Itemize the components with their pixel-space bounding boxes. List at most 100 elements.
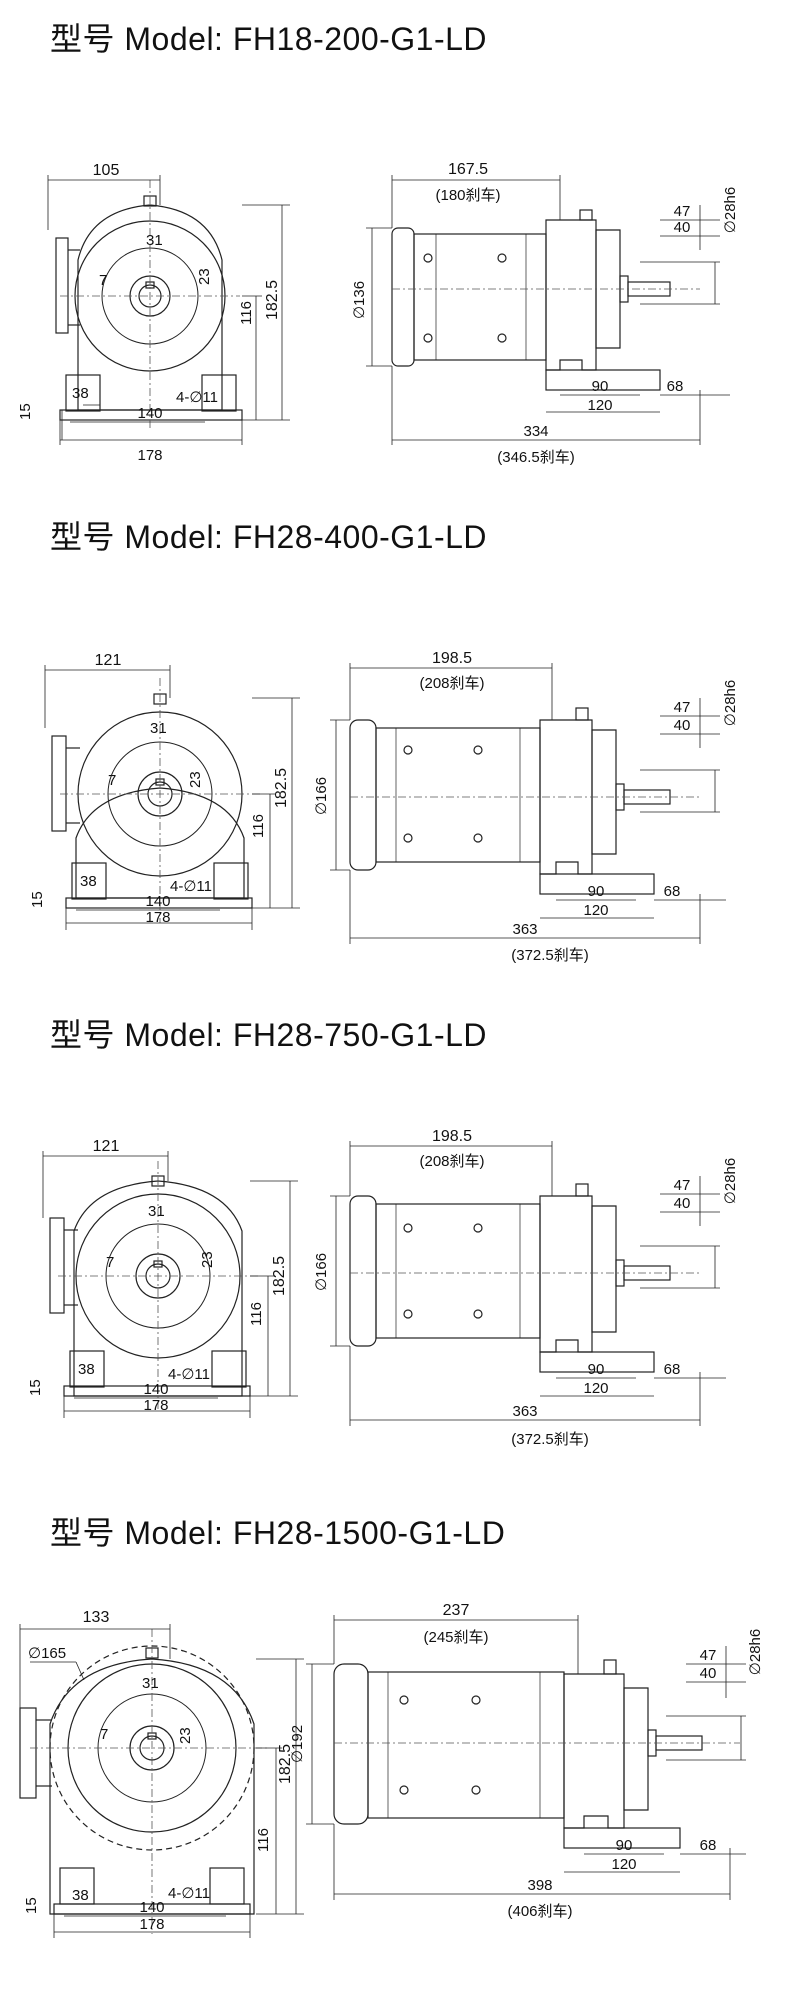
- dim-flange-dia: ∅165: [28, 1645, 66, 1662]
- front-view: [19, 1645, 255, 1915]
- dim-base-height: 15: [27, 1379, 44, 1396]
- dim-foot-edge: 38: [78, 1361, 95, 1378]
- dim-motor-length: 237: [443, 1602, 470, 1619]
- dimension-drawing: 121 31 7 23 182.5 116 15 38 4-∅11 140 17…: [29, 650, 739, 964]
- dim-motor-length-brake: (180刹车): [435, 187, 500, 204]
- dim-shaft-len-inner: 40: [674, 1195, 691, 1212]
- dim-key-depth: 23: [177, 1727, 194, 1744]
- model-section-4: 型号 Model: FH28-1500-G1-LD: [0, 1494, 800, 1995]
- dimension-drawing: 121 31 7 23 182.5 116 15 38 4-∅11 140 17…: [27, 1128, 739, 1448]
- dim-height: 182.5: [273, 768, 290, 808]
- dim-foot-span: 90: [592, 378, 609, 395]
- dim-motor-length: 167.5: [448, 161, 488, 178]
- dim-motor-dia: ∅136: [351, 281, 368, 319]
- dim-shaft-height: 31: [142, 1675, 159, 1692]
- dim-shaft-len-outer: 47: [674, 699, 691, 716]
- dim-total-length: 334: [523, 423, 548, 440]
- dim-holes: 4-∅11: [168, 1885, 210, 1902]
- dim-shaft-dia: ∅28h6: [747, 1629, 764, 1675]
- dim-key-depth: 23: [199, 1251, 216, 1268]
- dim-shaft-center-height: 116: [250, 814, 267, 838]
- dim-shaft-len-inner: 40: [700, 1665, 717, 1682]
- dim-foot-edge: 38: [72, 385, 89, 402]
- dim-shaft-offset: 68: [700, 1837, 717, 1854]
- dim-foot-base: 120: [587, 397, 612, 414]
- dim-foot-span: 90: [588, 883, 605, 900]
- dim-base-width: 178: [137, 447, 162, 464]
- dim-key-depth: 23: [196, 268, 213, 285]
- dim-width: 105: [93, 162, 120, 179]
- side-view: [391, 209, 671, 391]
- dim-width: 133: [83, 1609, 110, 1626]
- dim-key-width: 7: [100, 1726, 108, 1743]
- dim-holes: 4-∅11: [168, 1366, 210, 1383]
- dim-key-width: 7: [99, 272, 107, 289]
- dim-foot-edge: 38: [72, 1887, 89, 1904]
- dim-shaft-dia: ∅28h6: [722, 1158, 739, 1204]
- dim-motor-dia: ∅166: [313, 1253, 330, 1291]
- dim-total-length-brake: (372.5刹车): [511, 947, 589, 964]
- dim-shaft-dia: ∅28h6: [722, 187, 739, 233]
- dim-hole-spacing: 140: [137, 405, 162, 422]
- dimension-drawing: 133 ∅165 31 7 23 182.5 116 15 38 4-∅11 1…: [19, 1602, 764, 1938]
- dim-height: 182.5: [271, 1256, 288, 1296]
- dim-hole-spacing: 140: [143, 1381, 168, 1398]
- dim-width: 121: [93, 1138, 120, 1155]
- dim-width: 121: [95, 652, 122, 669]
- dim-shaft-dia: ∅28h6: [722, 680, 739, 726]
- dim-motor-length-brake: (208刹车): [419, 1153, 484, 1170]
- dim-hole-spacing: 140: [145, 893, 170, 910]
- dim-motor-dia: ∅192: [289, 1725, 306, 1763]
- dim-total-length-brake: (346.5刹车): [497, 449, 575, 466]
- dim-shaft-len-outer: 47: [674, 1177, 691, 1194]
- dim-holes: 4-∅11: [170, 878, 212, 895]
- dim-motor-length-brake: (208刹车): [419, 675, 484, 692]
- dim-base-width: 178: [145, 909, 170, 926]
- dim-foot-base: 120: [611, 1856, 636, 1873]
- model-section-3: 型号 Model: FH28-750-G1-LD: [0, 996, 800, 1494]
- dim-shaft-center-height: 116: [255, 1828, 272, 1852]
- side-view: [333, 1659, 703, 1849]
- dim-hole-spacing: 140: [139, 1899, 164, 1916]
- dim-shaft-center-height: 116: [238, 301, 255, 325]
- dim-shaft-height: 31: [148, 1203, 165, 1220]
- dim-base-width: 178: [139, 1916, 164, 1933]
- dim-motor-length: 198.5: [432, 1128, 472, 1145]
- dim-motor-dia: ∅166: [313, 777, 330, 815]
- dim-shaft-height: 31: [150, 720, 167, 737]
- dim-total-length: 363: [512, 921, 537, 938]
- dim-base-height: 15: [17, 403, 34, 420]
- dim-foot-base: 120: [583, 902, 608, 919]
- model-section-1: 型号 Model: FH18-200-G1-LD: [0, 0, 800, 498]
- dim-foot-base: 120: [583, 1380, 608, 1397]
- dim-foot-span: 90: [616, 1837, 633, 1854]
- dim-key-depth: 23: [187, 771, 204, 788]
- dim-shaft-len-outer: 47: [700, 1647, 717, 1664]
- dim-shaft-offset: 68: [664, 1361, 681, 1378]
- dim-base-width: 178: [143, 1397, 168, 1414]
- dim-motor-length-brake: (245刹车): [423, 1629, 488, 1646]
- dim-foot-span: 90: [588, 1361, 605, 1378]
- dim-shaft-height: 31: [146, 232, 163, 249]
- dim-total-length: 363: [512, 1403, 537, 1420]
- dim-base-height: 15: [23, 1897, 40, 1914]
- model-title: 型号 Model: FH28-750-G1-LD: [50, 1017, 488, 1053]
- dim-height: 182.5: [264, 280, 281, 320]
- dim-foot-edge: 38: [80, 873, 97, 890]
- dim-shaft-offset: 68: [667, 378, 684, 395]
- dim-motor-length: 198.5: [432, 650, 472, 667]
- dim-holes: 4-∅11: [176, 389, 218, 406]
- dim-shaft-len-inner: 40: [674, 717, 691, 734]
- side-view: [349, 707, 671, 895]
- model-section-2: 型号 Model: FH28-400-G1-LD: [0, 498, 800, 996]
- dim-total-length: 398: [527, 1877, 552, 1894]
- dim-shaft-len-outer: 47: [674, 203, 691, 220]
- dim-shaft-offset: 68: [664, 883, 681, 900]
- dim-total-length-brake: (406刹车): [507, 1903, 572, 1920]
- model-title: 型号 Model: FH28-1500-G1-LD: [50, 1515, 506, 1551]
- dim-base-height: 15: [29, 891, 46, 908]
- dimension-drawing: 105 31 7 23 182.5 116 15 38 4-∅11 140 17…: [17, 161, 739, 466]
- dim-total-length-brake: (372.5刹车): [511, 1431, 589, 1448]
- dim-key-width: 7: [108, 772, 116, 789]
